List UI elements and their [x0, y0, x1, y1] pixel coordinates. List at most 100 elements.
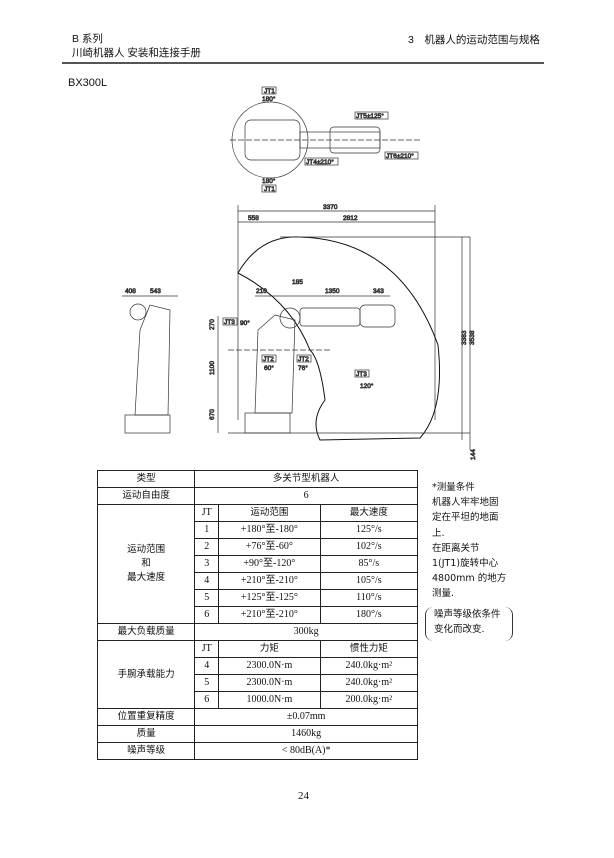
table-row: 6+210°至-210°180°/s: [98, 606, 419, 624]
cell: 102°/s: [319, 538, 419, 556]
noise-value: < 80dB(A)*: [194, 742, 418, 760]
jt2-label: JT2: [298, 356, 309, 363]
jt3-label: JT3: [224, 319, 235, 326]
model-name: BX300L: [68, 77, 108, 89]
dimension-label: 543: [150, 288, 161, 295]
dimension-label: 2812: [343, 215, 358, 222]
type-value: 多关节型机器人: [194, 470, 418, 488]
page-number: 24: [298, 790, 309, 802]
jt3-label: JT3: [356, 371, 367, 378]
note-line: 变化而改变.: [434, 624, 485, 635]
measurement-notes: *测量条件 机器人牢牢地固 定在平坦的地面 上. 在距离关节 1(JT1)旋转中…: [432, 480, 522, 602]
note-line: 噪声等级依条件: [434, 609, 501, 620]
dimension-label: 210: [256, 288, 267, 295]
column-header: 惯性力矩: [319, 640, 419, 658]
dimension-label: 558: [248, 215, 259, 222]
jt6-label: JT6±210°: [386, 152, 414, 160]
note-line: *测量条件: [432, 482, 475, 493]
angle-label: 120°: [360, 382, 374, 390]
jt4-label: JT4±210°: [306, 158, 334, 166]
jt1-label: JT1: [264, 186, 275, 193]
cell: 110°/s: [319, 589, 419, 607]
dimension-label: 3370: [323, 204, 338, 211]
header-chapter: 3 机器人的运动范围与规格: [408, 34, 540, 46]
dimension-label: 185: [292, 279, 303, 286]
header-rule: [62, 62, 544, 64]
cell: 2: [194, 538, 220, 556]
motion-label: 运动范围和最大速度: [96, 504, 196, 624]
angle-label: 90°: [240, 319, 250, 327]
mass-value: 1460kg: [194, 725, 418, 743]
column-header: JT: [194, 640, 220, 658]
header-series: B 系列: [72, 33, 103, 45]
table-row: 5+125°至-125°110°/s: [98, 589, 419, 607]
cell: +210°至-210°: [218, 572, 321, 590]
cell: 2300.0N·m: [218, 674, 321, 692]
dof-value: 6: [194, 487, 418, 505]
cell: 1: [194, 521, 220, 539]
table-row: 噪声等级< 80dB(A)*: [96, 742, 418, 760]
cell: +180°至-180°: [218, 521, 321, 539]
jt5-label: JT5±125°: [356, 112, 384, 120]
mass-label: 质量: [96, 725, 196, 743]
cell: 1000.0N·m: [218, 691, 321, 709]
cell: 240.0kg·m²: [319, 657, 419, 675]
dimension-label: 408: [125, 288, 136, 295]
column-header: JT: [194, 504, 220, 522]
column-header: 最大速度: [319, 504, 419, 522]
repeatability-label: 位置重复精度: [96, 708, 196, 726]
table-row: 手腕承载能力 JT 力矩 惯性力矩: [96, 640, 419, 709]
note-line: 机器人牢牢地固: [432, 497, 499, 509]
payload-label: 最大负载质量: [96, 623, 196, 641]
type-label: 类型: [96, 470, 196, 488]
front-view: 408 543: [122, 288, 178, 434]
dof-label: 运动自由度: [96, 487, 196, 505]
dimension-label: 270: [209, 319, 216, 330]
column-header: 运动范围: [218, 504, 321, 522]
dimension-label: 3538: [469, 330, 476, 345]
cell: 85°/s: [319, 555, 419, 573]
robot-dimension-drawing: JT1 180° 180° JT1 JT5±125° JT4±210° JT6±…: [122, 86, 477, 460]
payload-value: 300kg: [194, 623, 418, 641]
dimension-label: 3383: [461, 330, 468, 345]
cell: +210°至-210°: [218, 606, 321, 624]
cell: 180°/s: [319, 606, 419, 624]
cell: 4: [194, 572, 220, 590]
cell: +76°至-60°: [218, 538, 321, 556]
column-header: 力矩: [218, 640, 321, 658]
table-row: 位置重复精度±0.07mm: [96, 708, 418, 726]
note-line: 1(JT1)旋转中心: [432, 558, 499, 570]
cell: 5: [194, 589, 220, 607]
jt2-label: JT2: [263, 356, 274, 363]
table-row: 运动范围和最大速度 JT 运动范围 最大速度: [96, 504, 419, 624]
note-line: 在距离关节: [432, 542, 480, 554]
top-view: JT1 180° 180° JT1 JT5±125° JT4±210° JT6±…: [230, 86, 420, 193]
angle-label: 76°: [298, 364, 308, 372]
note-line: 测量.: [432, 588, 455, 600]
dimension-label: 144: [470, 449, 477, 460]
cell: 6: [194, 691, 220, 709]
note-line: 定在平坦的地面: [432, 512, 499, 524]
noise-note: 噪声等级依条件 变化而改变.: [425, 607, 513, 641]
angle-label: 180°: [262, 95, 276, 103]
dimension-label: 670: [209, 409, 216, 420]
dimension-label: 1350: [325, 288, 340, 295]
cell: +125°至-125°: [218, 589, 321, 607]
dimension-label: 343: [373, 288, 384, 295]
header-manual-title: 川崎机器人 安装和连接手册: [72, 47, 201, 59]
angle-label: 180°: [262, 177, 276, 185]
cell: 105°/s: [319, 572, 419, 590]
cell: 2300.0N·m: [218, 657, 321, 675]
dimension-label: 1100: [209, 361, 216, 375]
cell: 4: [194, 657, 220, 675]
cell: 200.0kg·m²: [319, 691, 419, 709]
angle-label: 60°: [264, 364, 274, 372]
cell: 125°/s: [319, 521, 419, 539]
repeatability-value: ±0.07mm: [194, 708, 418, 726]
table-row: 3+90°至-120°85°/s: [98, 555, 419, 573]
cell: +90°至-120°: [218, 555, 321, 573]
